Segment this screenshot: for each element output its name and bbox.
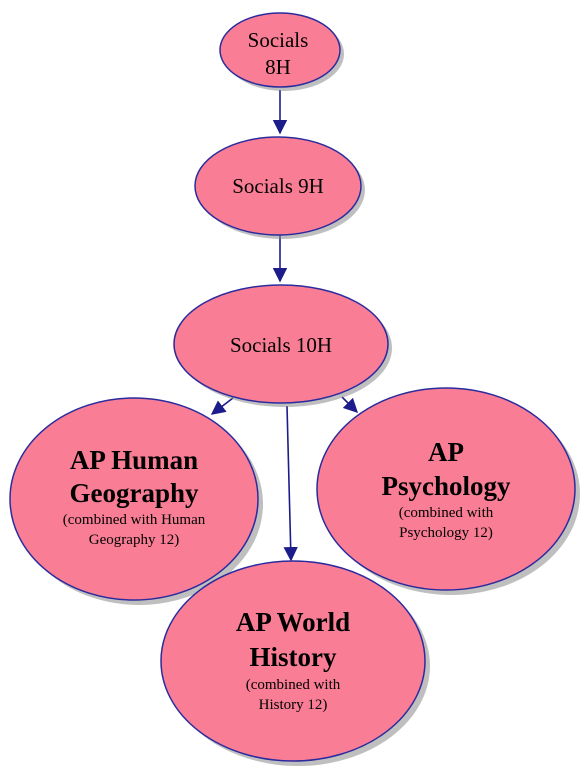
node-socials-9h: Socials 9H [194, 136, 365, 239]
node-ap-world-history-title-line2: History [250, 642, 337, 672]
node-ap-world-history: AP World History (combined with History … [160, 560, 430, 766]
node-socials-8h-line1: Socials [248, 28, 309, 52]
node-socials-10h: Socials 10H [173, 284, 392, 407]
node-socials-10h-shape [173, 284, 389, 404]
node-ap-human-geography-shape [9, 397, 259, 601]
node-socials-10h-label: Socials 10H [230, 333, 332, 357]
node-ap-psychology-note-line1: (combined with [399, 505, 494, 521]
node-socials-8h: Socials 8H [219, 12, 344, 91]
node-socials-8h-line2: 8H [265, 55, 291, 79]
node-ap-psychology-title-line1: AP [428, 437, 464, 467]
node-socials-9h-label: Socials 9H [232, 174, 324, 198]
node-socials-8h-shape [219, 12, 341, 88]
node-ap-human-geography-title-line2: Geography [69, 478, 199, 508]
node-socials-9h-shape [194, 136, 362, 236]
edges [210, 90, 359, 562]
node-ap-psychology: AP Psychology (combined with Psychology … [316, 387, 580, 595]
node-ap-human-geography-title-line1: AP Human [70, 445, 198, 475]
edge-10h-to-ap-human-geography [210, 397, 234, 415]
edge-10h-to-ap-psychology [341, 396, 359, 414]
node-ap-world-history-note-line1: (combined with [246, 677, 341, 693]
node-ap-world-history-shape [160, 560, 426, 762]
edge-10h-to-ap-world-history [283, 405, 298, 562]
node-ap-human-geography-note-line1: (combined with Human [63, 512, 206, 528]
node-ap-human-geography: AP Human Geography (combined with Human … [9, 397, 263, 605]
node-ap-human-geography-note-line2: Geography 12) [89, 532, 179, 548]
node-ap-world-history-note-line2: History 12) [259, 697, 328, 713]
node-ap-psychology-note-line2: Psychology 12) [399, 525, 493, 541]
node-ap-world-history-title-line1: AP World [236, 607, 350, 637]
node-ap-psychology-title-line2: Psychology [381, 471, 511, 501]
node-ap-psychology-shape [316, 387, 576, 591]
